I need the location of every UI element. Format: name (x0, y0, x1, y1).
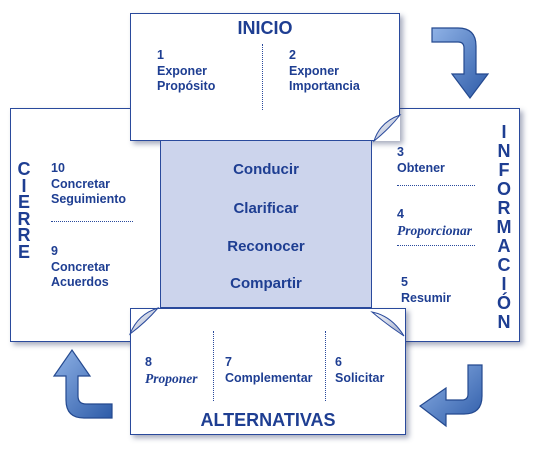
informacion-letter: N (497, 312, 511, 332)
center-item-reconocer: Reconocer (227, 238, 305, 255)
step-label: Importancia (289, 79, 360, 93)
divider (325, 331, 326, 401)
center-item-clarificar: Clarificar (233, 200, 299, 217)
informacion-letter: M (496, 217, 512, 237)
curved-arrow-icon-bottom-left (52, 348, 113, 419)
informacion-letter: R (497, 198, 511, 218)
step-label: Exponer (289, 63, 340, 78)
step-label: Acuerdos (51, 275, 109, 289)
informacion-letter: C (497, 255, 511, 275)
step-number: 8 (145, 355, 152, 369)
step-4: 4 Proporcionar (397, 207, 472, 238)
cierre-title: C I E R R E (16, 159, 32, 262)
step-7: 7 Complementar (225, 355, 313, 386)
alternativas-title: ALTERNATIVAS (200, 410, 336, 430)
center-box: Conducir Clarificar Reconocer Compartir (160, 140, 372, 308)
step-number: 7 (225, 355, 232, 369)
curved-arrow-icon-bottom-right (418, 364, 483, 428)
divider (397, 185, 475, 186)
step-label: Proponer (145, 370, 198, 386)
step-label: Resumir (401, 290, 452, 305)
informacion-panel: 3 Obtener 4 Proporcionar 5 Resumir I N F… (362, 108, 520, 342)
step-label: Proporcionar (397, 222, 473, 238)
informacion-letter: A (497, 236, 511, 256)
inicio-panel: INICIO 1 Exponer Propósito 2 Exponer Imp… (130, 13, 400, 141)
step-number: 2 (289, 48, 296, 62)
informacion-letter: I (501, 122, 507, 142)
cierre-letter: E (17, 192, 30, 212)
cierre-panel: C I E R R E 10 Concretar Seguimiento 9 C… (10, 108, 170, 342)
cierre-letter: E (17, 241, 30, 262)
step-label: Complementar (225, 370, 313, 385)
step-9: 9 Concretar Acuerdos (51, 244, 110, 291)
divider (213, 331, 214, 401)
cierre-letter: R (17, 225, 31, 245)
informacion-letter: F (498, 160, 510, 180)
cierre-letter: R (17, 208, 31, 229)
step-6: 6 Solicitar (335, 355, 384, 386)
informacion-letter: I (501, 274, 507, 294)
informacion-letter: Ó (496, 293, 511, 313)
step-number: 9 (51, 244, 58, 258)
cierre-letter: I (21, 175, 27, 196)
center-item-compartir: Compartir (230, 275, 302, 292)
informacion-title: I N F O R M A C I Ó N (496, 123, 512, 332)
step-label: Concretar (51, 176, 111, 191)
divider (262, 44, 263, 110)
divider (51, 221, 133, 222)
step-1: 1 Exponer Propósito (157, 48, 215, 95)
step-label: Concretar (51, 259, 111, 274)
step-5: 5 Resumir (401, 275, 451, 306)
step-number: 5 (401, 275, 408, 289)
step-2: 2 Exponer Importancia (289, 48, 360, 95)
center-item-conducir: Conducir (233, 161, 299, 178)
cierre-letter: C (17, 159, 31, 179)
alternativas-panel: 8 Proponer 7 Complementar 6 Solicitar AL… (130, 308, 406, 435)
step-number: 6 (335, 355, 342, 369)
inicio-title: INICIO (237, 18, 293, 38)
step-number: 10 (51, 161, 65, 175)
step-label: Obtener (397, 160, 445, 175)
informacion-letter: N (497, 141, 511, 161)
step-number: 4 (397, 207, 404, 221)
step-label: Seguimiento (51, 192, 127, 206)
divider (397, 245, 475, 246)
curved-arrow-icon-top-right (431, 27, 490, 99)
informacion-letter: O (496, 179, 511, 199)
step-label: Exponer (157, 63, 208, 78)
step-label: Propósito (157, 79, 216, 93)
step-8: 8 Proponer (145, 355, 198, 386)
step-label: Solicitar (335, 370, 385, 385)
step-10: 10 Concretar Seguimiento (51, 161, 126, 208)
step-3: 3 Obtener (397, 145, 445, 176)
step-number: 3 (397, 145, 404, 159)
step-number: 1 (157, 48, 164, 62)
